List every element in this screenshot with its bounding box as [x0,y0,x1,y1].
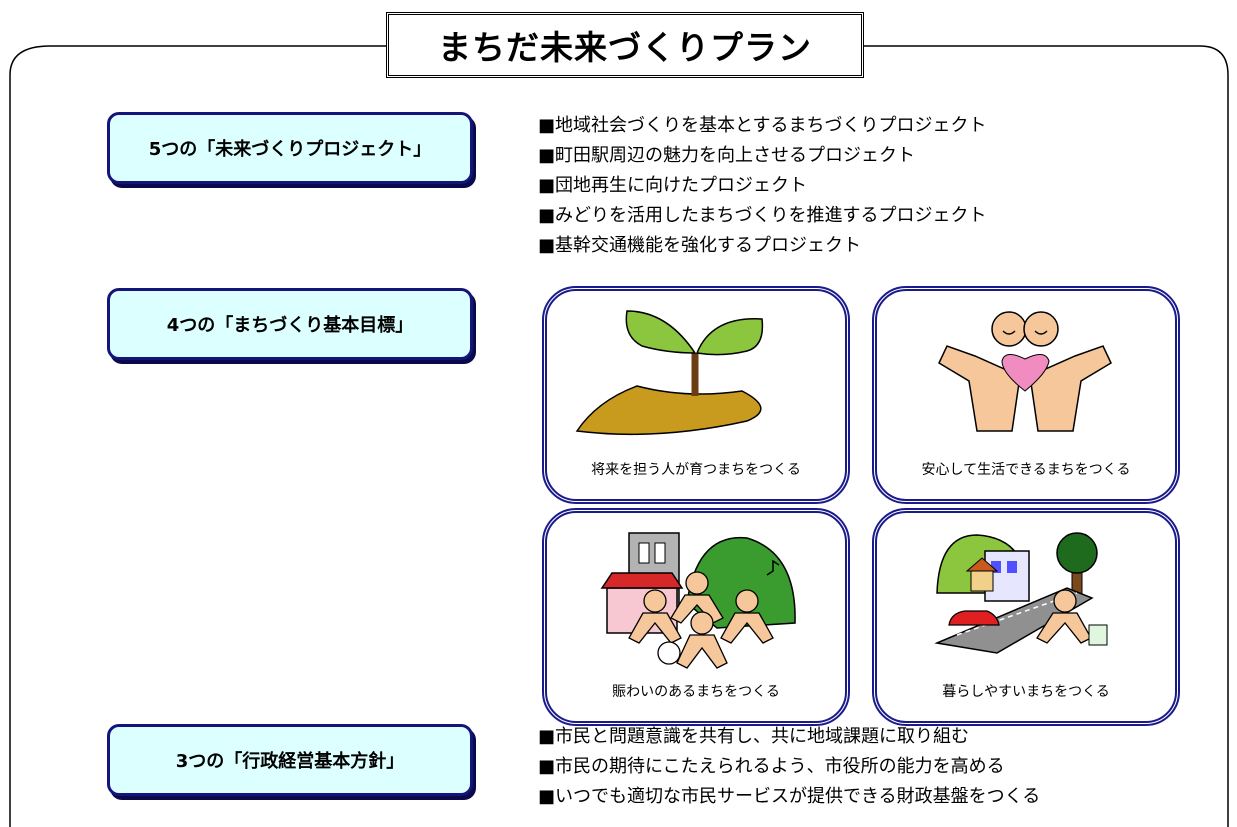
goal-card-3: 賑わいのあるまちをつくる [542,508,850,726]
lively-town-people-icon [600,532,796,669]
hugging-people-heart-icon [938,311,1112,432]
list-item: ■基幹交通機能を強化するプロジェクト [538,235,862,256]
policies-list: ■市民と問題意識を共有し、共に地域課題に取り組む ■市民の期待にこたえられるよう… [538,722,1040,812]
list-item: ■みどりを活用したまちづくりを推進するプロジェクト [538,205,987,226]
sprout-icon [575,310,764,436]
list-item: ■町田駅周辺の魅力を向上させるプロジェクト [538,145,916,166]
goal-card-2: 安心して生活できるまちをつくる [872,286,1180,504]
goal-card-caption: 安心して生活できるまちをつくる [921,462,1131,478]
list-item: ■市民の期待にこたえられるよう、市役所の能力を高める [538,756,1005,777]
goal-card-1: 将来を担う人が育つまちをつくる [542,286,850,504]
projects-list: ■地域社会づくりを基本とするまちづくりプロジェクト ■町田駅周辺の魅力を向上させ… [538,111,986,261]
policies-label-box: 3つの「行政経営基本方針」 [107,724,473,796]
list-item: ■市民と問題意識を共有し、共に地域課題に取り組む [538,726,970,747]
list-item: ■地域社会づくりを基本とするまちづくりプロジェクト [538,115,987,136]
goal-card-caption: 賑わいのあるまちをつくる [612,684,780,700]
list-item: ■いつでも適切な市民サービスが提供できる財政基盤をつくる [538,786,1041,807]
projects-label-box: 5つの「未来づくりプロジェクト」 [107,112,473,184]
goals-label-box: 4つの「まちづくり基本目標」 [107,288,473,360]
policies-label: 3つの「行政経営基本方針」 [175,751,405,772]
projects-label: 5つの「未来づくりプロジェクト」 [148,139,432,160]
goal-card-4: 暮らしやすいまちをつくる [872,508,1180,726]
plan-title: まちだ未来づくりプラン [438,28,812,67]
town-road-car-icon [934,532,1108,654]
list-item: ■団地再生に向けたプロジェクト [538,175,808,196]
plan-title-box: まちだ未来づくりプラン [386,12,864,78]
goals-label: 4つの「まちづくり基本目標」 [166,315,414,336]
goal-card-caption: 暮らしやすいまちをつくる [942,684,1110,700]
goal-card-caption: 将来を担う人が育つまちをつくる [591,462,801,478]
